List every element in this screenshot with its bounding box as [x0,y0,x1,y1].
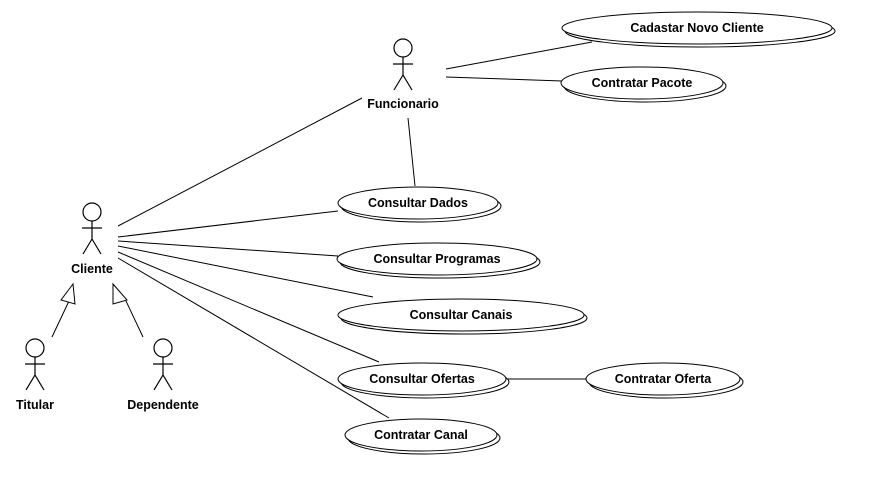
usecase-consultar-canais[interactable]: Consultar Canais [337,298,588,335]
actor-dependente[interactable] [153,338,173,391]
gen-titular-line [51,300,70,338]
assoc-funcionario-contratar-pacote [445,76,563,82]
assoc-funcionario-cadastrar [445,41,593,70]
usecase-contratar-canal[interactable]: Contratar Canal [344,418,501,455]
generalizations [51,282,144,338]
actor-left-leg [393,74,404,91]
assoc-funcionario-consultar-dados [407,117,416,187]
actor-head [25,338,45,358]
usecase-consultar-programas[interactable]: Consultar Programas [336,242,541,279]
usecase-cadastrar-novo-cliente[interactable]: Cadastar Novo Cliente [561,11,836,48]
actor-left-leg [82,238,93,255]
usecase-label: Contratar Pacote [592,76,693,90]
assoc-cliente-contratar-canal [117,257,390,419]
actor-head [82,202,102,222]
usecase-consultar-dados[interactable]: Consultar Dados [337,186,502,223]
usecase-label: Contratar Canal [374,428,468,442]
actor-funcionario[interactable] [393,38,413,91]
usecase-label: Consultar Canais [410,308,513,322]
usecase-contratar-oferta[interactable]: Contratar Oferta [585,362,744,399]
usecase-label: Cadastar Novo Cliente [630,21,763,35]
usecase-label: Consultar Programas [373,252,500,266]
gen-dependente-line [125,300,144,338]
associations [117,41,593,419]
actor-cliente-label: Cliente [71,262,113,276]
actor-left-leg [25,374,36,391]
usecase-label: Consultar Dados [368,196,468,210]
assoc-cliente-consultar-dados [117,210,339,238]
usecase-label: Contratar Oferta [615,372,713,386]
usecase-consultar-ofertas[interactable]: Consultar Ofertas [337,362,510,399]
gen-dependente-arrowhead [112,282,128,305]
actor-titular[interactable] [25,338,45,391]
assoc-cliente-consultar-ofertas [117,251,380,363]
actor-cliente[interactable] [82,202,102,255]
assoc-cliente-consultar-programas [117,240,339,257]
actor-right-leg [91,238,102,255]
actor-funcionario-label: Funcionario [367,97,439,111]
actor-right-leg [34,374,45,391]
assoc-cliente-funcionario [117,97,363,227]
actor-titular-label: Titular [16,398,54,412]
gen-titular-arrowhead [60,282,76,305]
actor-head [393,38,413,58]
actor-dependente-label: Dependente [127,398,199,412]
actor-right-leg [162,374,173,391]
usecase-label: Consultar Ofertas [369,372,475,386]
assoc-cliente-consultar-canais [117,245,374,298]
usecase-contratar-pacote[interactable]: Contratar Pacote [560,66,727,103]
actor-head [153,338,173,358]
actor-left-leg [153,374,164,391]
actor-right-leg [402,74,413,91]
